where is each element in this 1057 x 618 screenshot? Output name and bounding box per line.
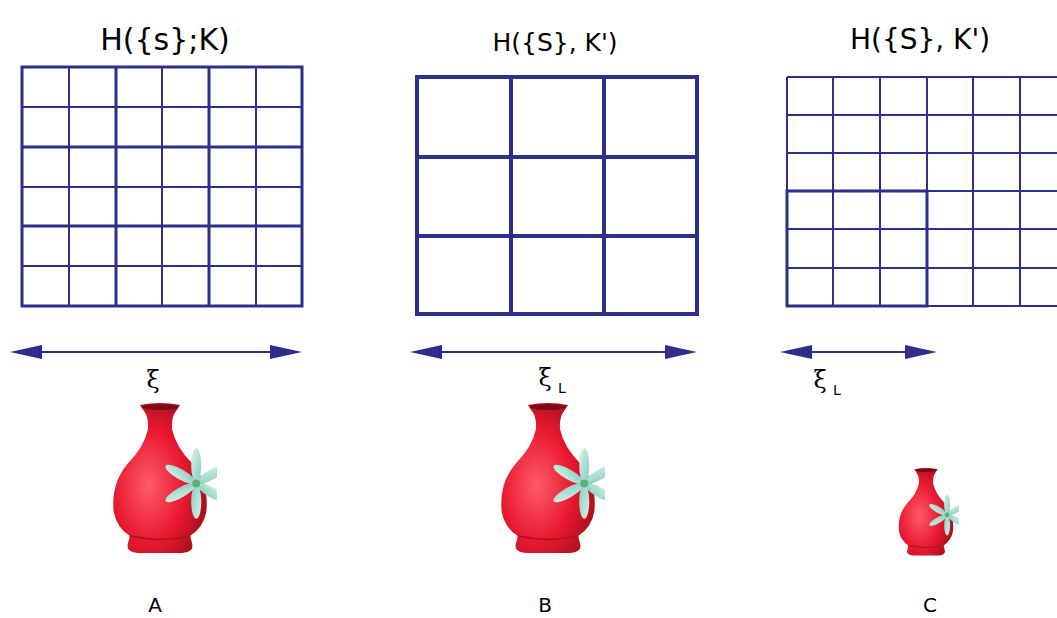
panel-title: H({s};K) — [100, 25, 230, 55]
length-symbol: ξ — [146, 368, 159, 392]
length-symbol: ξ — [538, 366, 551, 390]
vase — [899, 468, 967, 555]
vase — [113, 403, 229, 553]
panel-letter: A — [148, 595, 162, 615]
grid-a — [22, 67, 302, 306]
vase — [501, 403, 617, 553]
subscript: L — [558, 381, 566, 395]
panel-letter: B — [538, 595, 552, 615]
length-symbol: ξ — [813, 368, 826, 392]
panel-title: H({S}, K') — [850, 26, 990, 54]
length-arrow — [10, 345, 937, 359]
subscript: L — [833, 383, 841, 397]
grid-c — [787, 77, 1057, 306]
panel-letter: C — [923, 595, 937, 615]
grid-b — [417, 77, 697, 314]
panel-title: H({S}, K') — [492, 30, 617, 55]
